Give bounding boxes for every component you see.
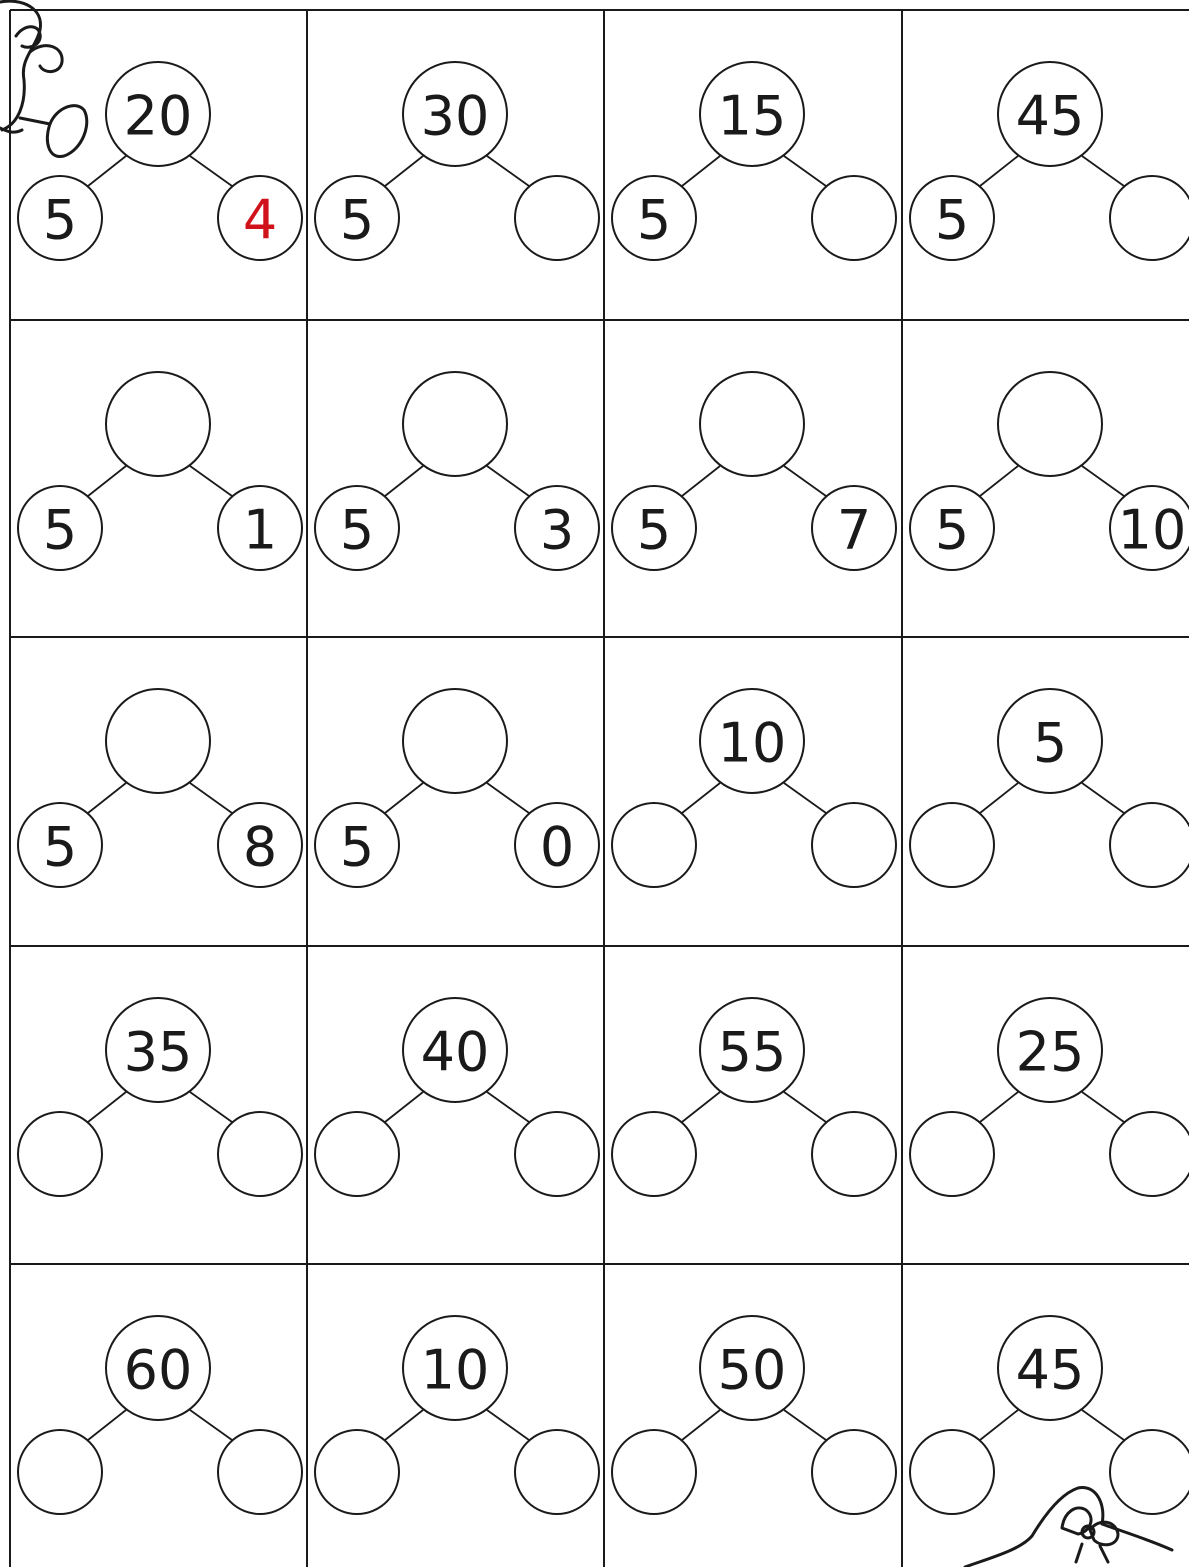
whole-number: 15 (718, 85, 787, 148)
part-left-number: 5 (340, 816, 374, 879)
part-left-circle[interactable] (18, 1112, 102, 1196)
part-right-circle[interactable] (515, 1430, 599, 1514)
part-left-number: 5 (43, 816, 77, 879)
part-left-number: 5 (340, 499, 374, 562)
part-left-number: 5 (935, 189, 969, 252)
part-right-circle[interactable] (218, 1430, 302, 1514)
part-right-circle[interactable] (1110, 176, 1189, 260)
part-left-number: 5 (637, 189, 671, 252)
part-right-circle[interactable] (812, 1430, 896, 1514)
whole-number: 35 (124, 1021, 193, 1084)
whole-number: 25 (1016, 1021, 1085, 1084)
whole-number: 55 (718, 1021, 787, 1084)
part-right-circle[interactable] (515, 1112, 599, 1196)
part-right-circle[interactable] (1110, 1430, 1189, 1514)
part-right-number: 7 (837, 499, 871, 562)
whole-number: 10 (421, 1339, 490, 1402)
whole-circle[interactable] (998, 372, 1102, 476)
part-left-circle[interactable] (315, 1112, 399, 1196)
part-left-circle[interactable] (612, 1112, 696, 1196)
part-left-circle[interactable] (910, 1430, 994, 1514)
whole-number: 30 (421, 85, 490, 148)
part-right-circle[interactable] (515, 176, 599, 260)
whole-circle[interactable] (106, 372, 210, 476)
part-left-number: 5 (43, 189, 77, 252)
part-right-number: 0 (540, 816, 574, 879)
part-left-circle[interactable] (612, 1430, 696, 1514)
part-right-number: 10 (1118, 499, 1187, 562)
part-right-circle[interactable] (1110, 803, 1189, 887)
part-right-number: 8 (243, 816, 277, 879)
part-left-circle[interactable] (612, 803, 696, 887)
whole-circle[interactable] (106, 689, 210, 793)
part-left-number: 5 (935, 499, 969, 562)
whole-number: 40 (421, 1021, 490, 1084)
whole-circle[interactable] (403, 372, 507, 476)
whole-number: 45 (1016, 1339, 1085, 1402)
part-right-circle[interactable] (812, 176, 896, 260)
part-left-circle[interactable] (910, 1112, 994, 1196)
part-right-number: 1 (243, 499, 277, 562)
part-left-circle[interactable] (910, 803, 994, 887)
part-right-circle[interactable] (812, 1112, 896, 1196)
whole-number: 45 (1016, 85, 1085, 148)
part-left-circle[interactable] (18, 1430, 102, 1514)
whole-circle[interactable] (403, 689, 507, 793)
part-right-circle[interactable] (1110, 1112, 1189, 1196)
part-left-number: 5 (637, 499, 671, 562)
part-left-number: 5 (43, 499, 77, 562)
whole-number: 60 (124, 1339, 193, 1402)
part-right-number: 4 (243, 189, 277, 252)
part-left-circle[interactable] (315, 1430, 399, 1514)
part-right-circle[interactable] (218, 1112, 302, 1196)
whole-number: 10 (718, 712, 787, 775)
whole-number: 5 (1033, 712, 1067, 775)
whole-number: 50 (718, 1339, 787, 1402)
whole-number: 20 (124, 85, 193, 148)
part-left-number: 5 (340, 189, 374, 252)
part-right-circle[interactable] (812, 803, 896, 887)
part-right-number: 3 (540, 499, 574, 562)
whole-circle[interactable] (700, 372, 804, 476)
